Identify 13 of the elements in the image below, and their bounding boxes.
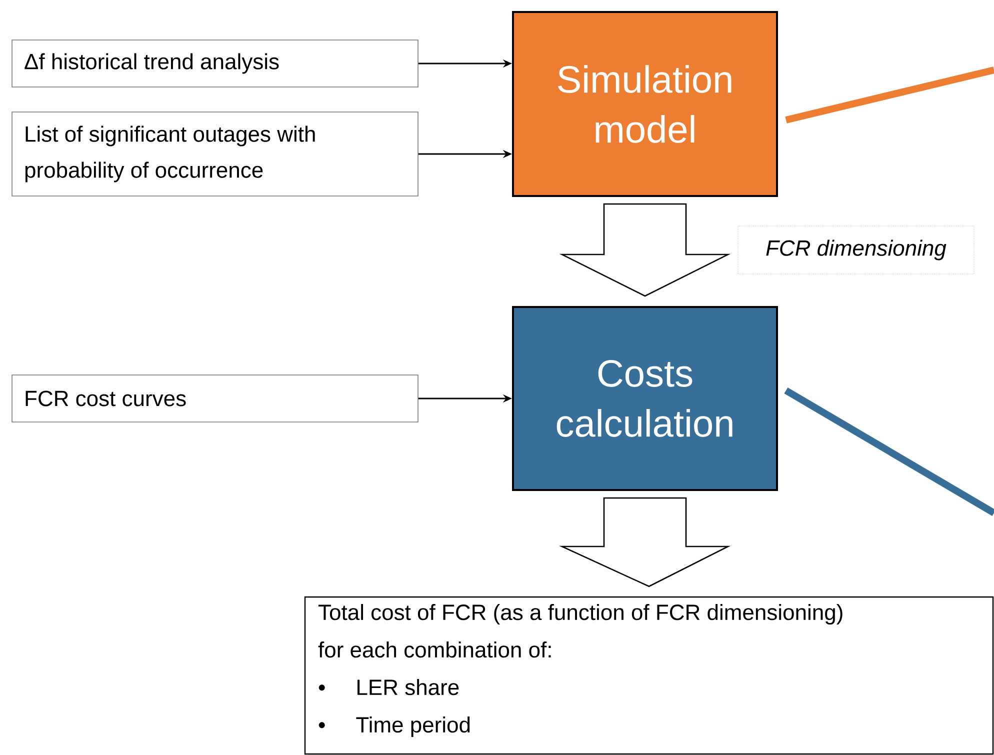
connector-line [784,387,994,516]
input-box: FCR cost curves [12,374,418,422]
process-box: Costs calculation [512,306,778,491]
block-arrow [559,203,731,297]
input-box: Δf historical trend analysis [12,40,418,88]
bullet: • [318,684,325,691]
note-box: FCR dimensioning [738,226,974,274]
output-box: Total cost of FCR (as a function of FCR dimensioning) for each combination of: • LER share • Time period [304,596,994,755]
process-box: Simulation model [512,11,778,197]
input-box: List of significant outages with probability of occurrence [12,112,418,196]
bullet: • [318,722,325,728]
connector-line [785,66,994,124]
block-arrow [559,497,731,588]
